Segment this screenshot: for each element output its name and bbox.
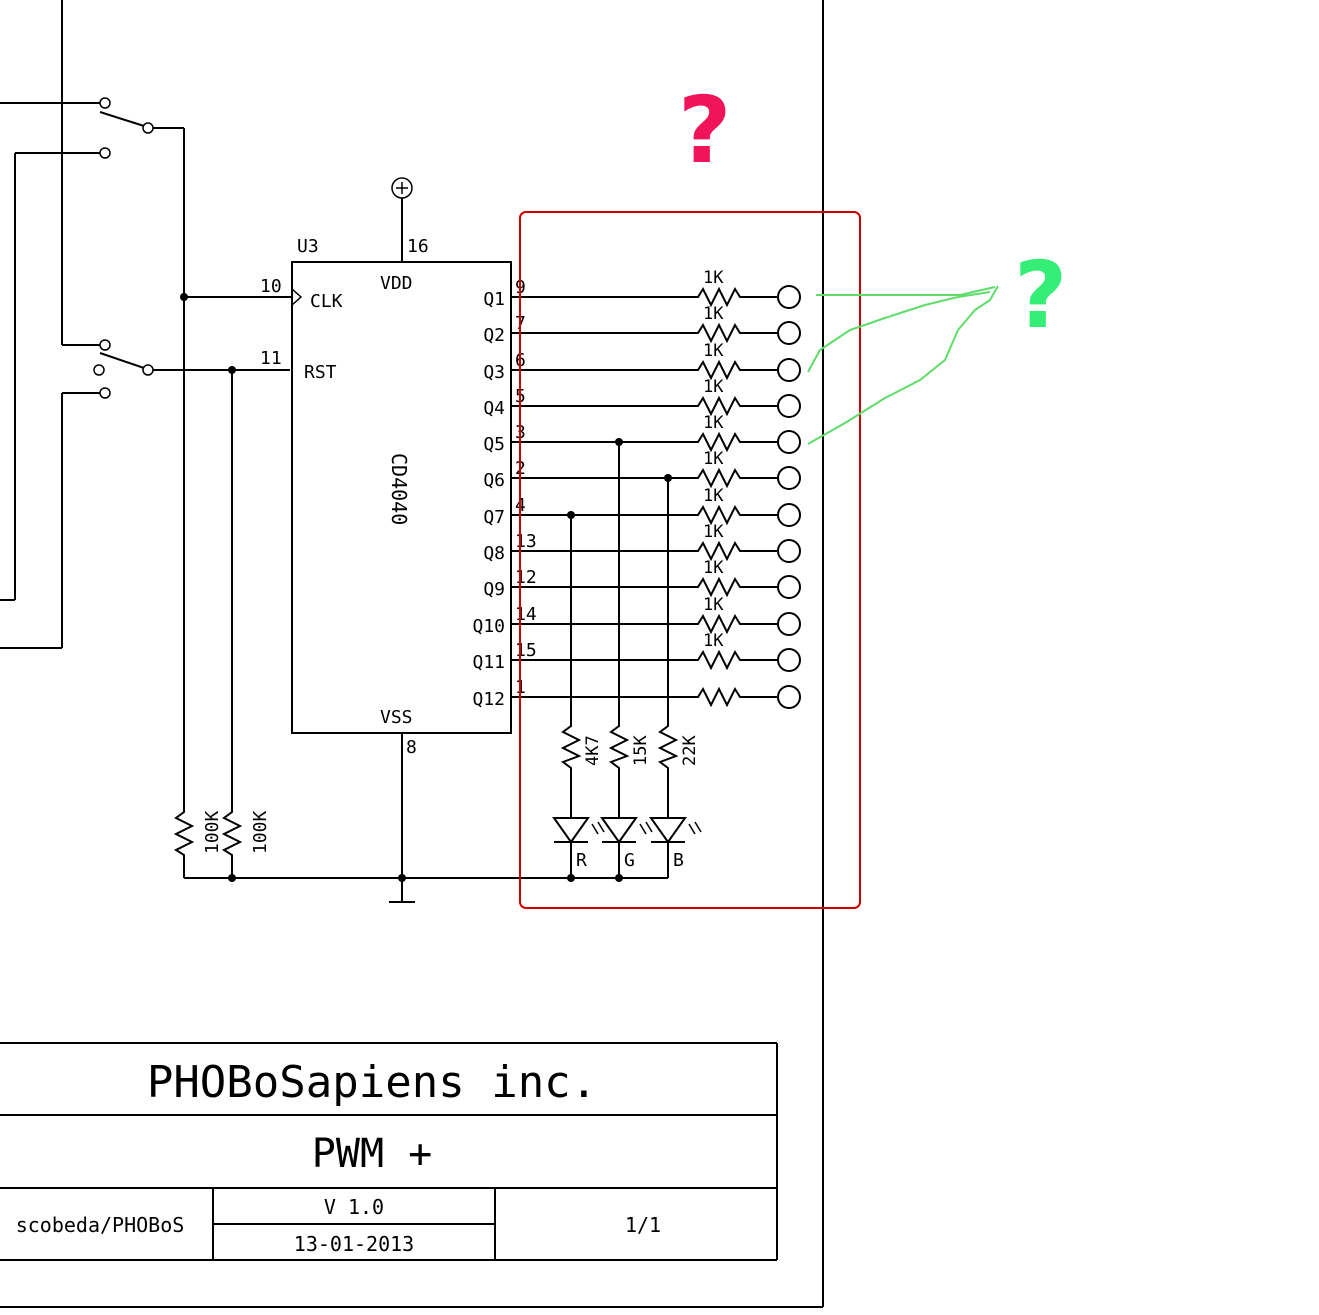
output-label: Q6 — [483, 470, 505, 491]
output-pin-number: 14 — [515, 604, 537, 625]
output-resistor-label: 1K — [703, 631, 724, 651]
led-resistor-label-g: 15K — [631, 735, 651, 766]
drawing-date: 13-01-2013 — [294, 1232, 414, 1256]
output-label: Q10 — [472, 616, 505, 637]
clk-pin-number: 10 — [260, 276, 282, 297]
rst-pin-number: 11 — [260, 348, 282, 369]
rgb-led-branch: 4K7 15K 22K R G B — [552, 438, 702, 878]
output-terminal — [777, 648, 801, 672]
chip-cd4040: U3 16 VDD VSS 8 CLK 10 RST 11 CD4040 — [260, 236, 512, 758]
sheet-number: 1/1 — [625, 1213, 661, 1237]
green-question-mark: ? — [1014, 242, 1067, 349]
led-label-g: G — [624, 850, 635, 871]
output-label: Q1 — [483, 289, 505, 310]
project-title: PWM + — [312, 1131, 432, 1177]
output-label: Q12 — [472, 689, 505, 710]
output-label: Q4 — [483, 398, 505, 419]
output-row-q11: Q11 15 1K — [472, 631, 801, 673]
pulldown-resistor-label-2: 100K — [250, 810, 271, 854]
output-row-q9: Q9 12 1K — [483, 558, 801, 600]
output-terminal — [777, 285, 801, 309]
output-pin-number: 15 — [515, 640, 537, 661]
ground-bus — [184, 733, 668, 903]
version: V 1.0 — [324, 1195, 384, 1219]
company-name: PHOBoSapiens inc. — [147, 1057, 597, 1108]
led-resistor-label-b: 22K — [680, 735, 700, 766]
clk-label: CLK — [310, 291, 343, 312]
output-resistor-label: 1K — [703, 304, 724, 324]
output-label: Q3 — [483, 362, 505, 383]
output-row-q10: Q10 14 1K — [472, 595, 801, 637]
output-terminal — [777, 575, 801, 599]
red-question-mark: ? — [678, 77, 731, 184]
pulldown-resistors: 100K 100K — [173, 805, 271, 878]
output-terminal — [777, 539, 801, 563]
output-resistor-label: 1K — [703, 558, 724, 578]
output-resistor-label: 1K — [703, 486, 724, 506]
vdd-power-symbol — [391, 177, 413, 262]
output-resistor-label: 1K — [703, 341, 724, 361]
vss-pin-number: 8 — [406, 737, 417, 758]
output-terminal — [777, 358, 801, 382]
switch-network — [0, 0, 292, 805]
output-label: Q8 — [483, 543, 505, 564]
output-resistor-label: 1K — [703, 413, 724, 433]
output-terminal — [777, 430, 801, 454]
rst-label: RST — [304, 362, 337, 383]
clock-input-marker — [291, 288, 303, 306]
output-row-q8: Q8 13 1K — [483, 522, 801, 564]
output-resistor-label: 1K — [703, 377, 724, 397]
output-label: Q7 — [483, 507, 505, 528]
author-name: scobeda/PHOBoS — [16, 1213, 185, 1237]
output-resistor-label: 1K — [703, 522, 724, 542]
vss-label: VSS — [380, 707, 413, 728]
output-label: Q11 — [472, 652, 505, 673]
green-sketch-lines — [807, 285, 999, 445]
output-terminal — [777, 394, 801, 418]
chip-part-number: CD4040 — [387, 453, 411, 525]
vdd-pin-number: 16 — [407, 236, 429, 257]
output-pin-number: 12 — [515, 567, 537, 588]
output-terminal — [777, 612, 801, 636]
output-terminal — [777, 466, 801, 490]
output-label: Q9 — [483, 579, 505, 600]
led-resistor-label-r: 4K7 — [583, 735, 603, 766]
led-label-b: B — [673, 850, 684, 871]
output-label: Q2 — [483, 325, 505, 346]
highlight-box — [519, 211, 861, 909]
output-resistor-label: 1K — [703, 595, 724, 615]
output-label: Q5 — [483, 434, 505, 455]
output-resistor-label: 1K — [703, 268, 724, 288]
output-terminal — [777, 503, 801, 527]
vdd-label: VDD — [380, 273, 413, 294]
pulldown-resistor-label-1: 100K — [202, 810, 223, 854]
led-label-r: R — [576, 850, 587, 871]
title-block: PHOBoSapiens inc. PWM + scobeda/PHOBoS V… — [0, 1042, 778, 1261]
chip-ref: U3 — [297, 236, 319, 257]
output-terminal — [777, 321, 801, 345]
output-resistor-label: 1K — [703, 449, 724, 469]
output-pin-number: 13 — [515, 531, 537, 552]
output-terminal — [777, 685, 801, 709]
